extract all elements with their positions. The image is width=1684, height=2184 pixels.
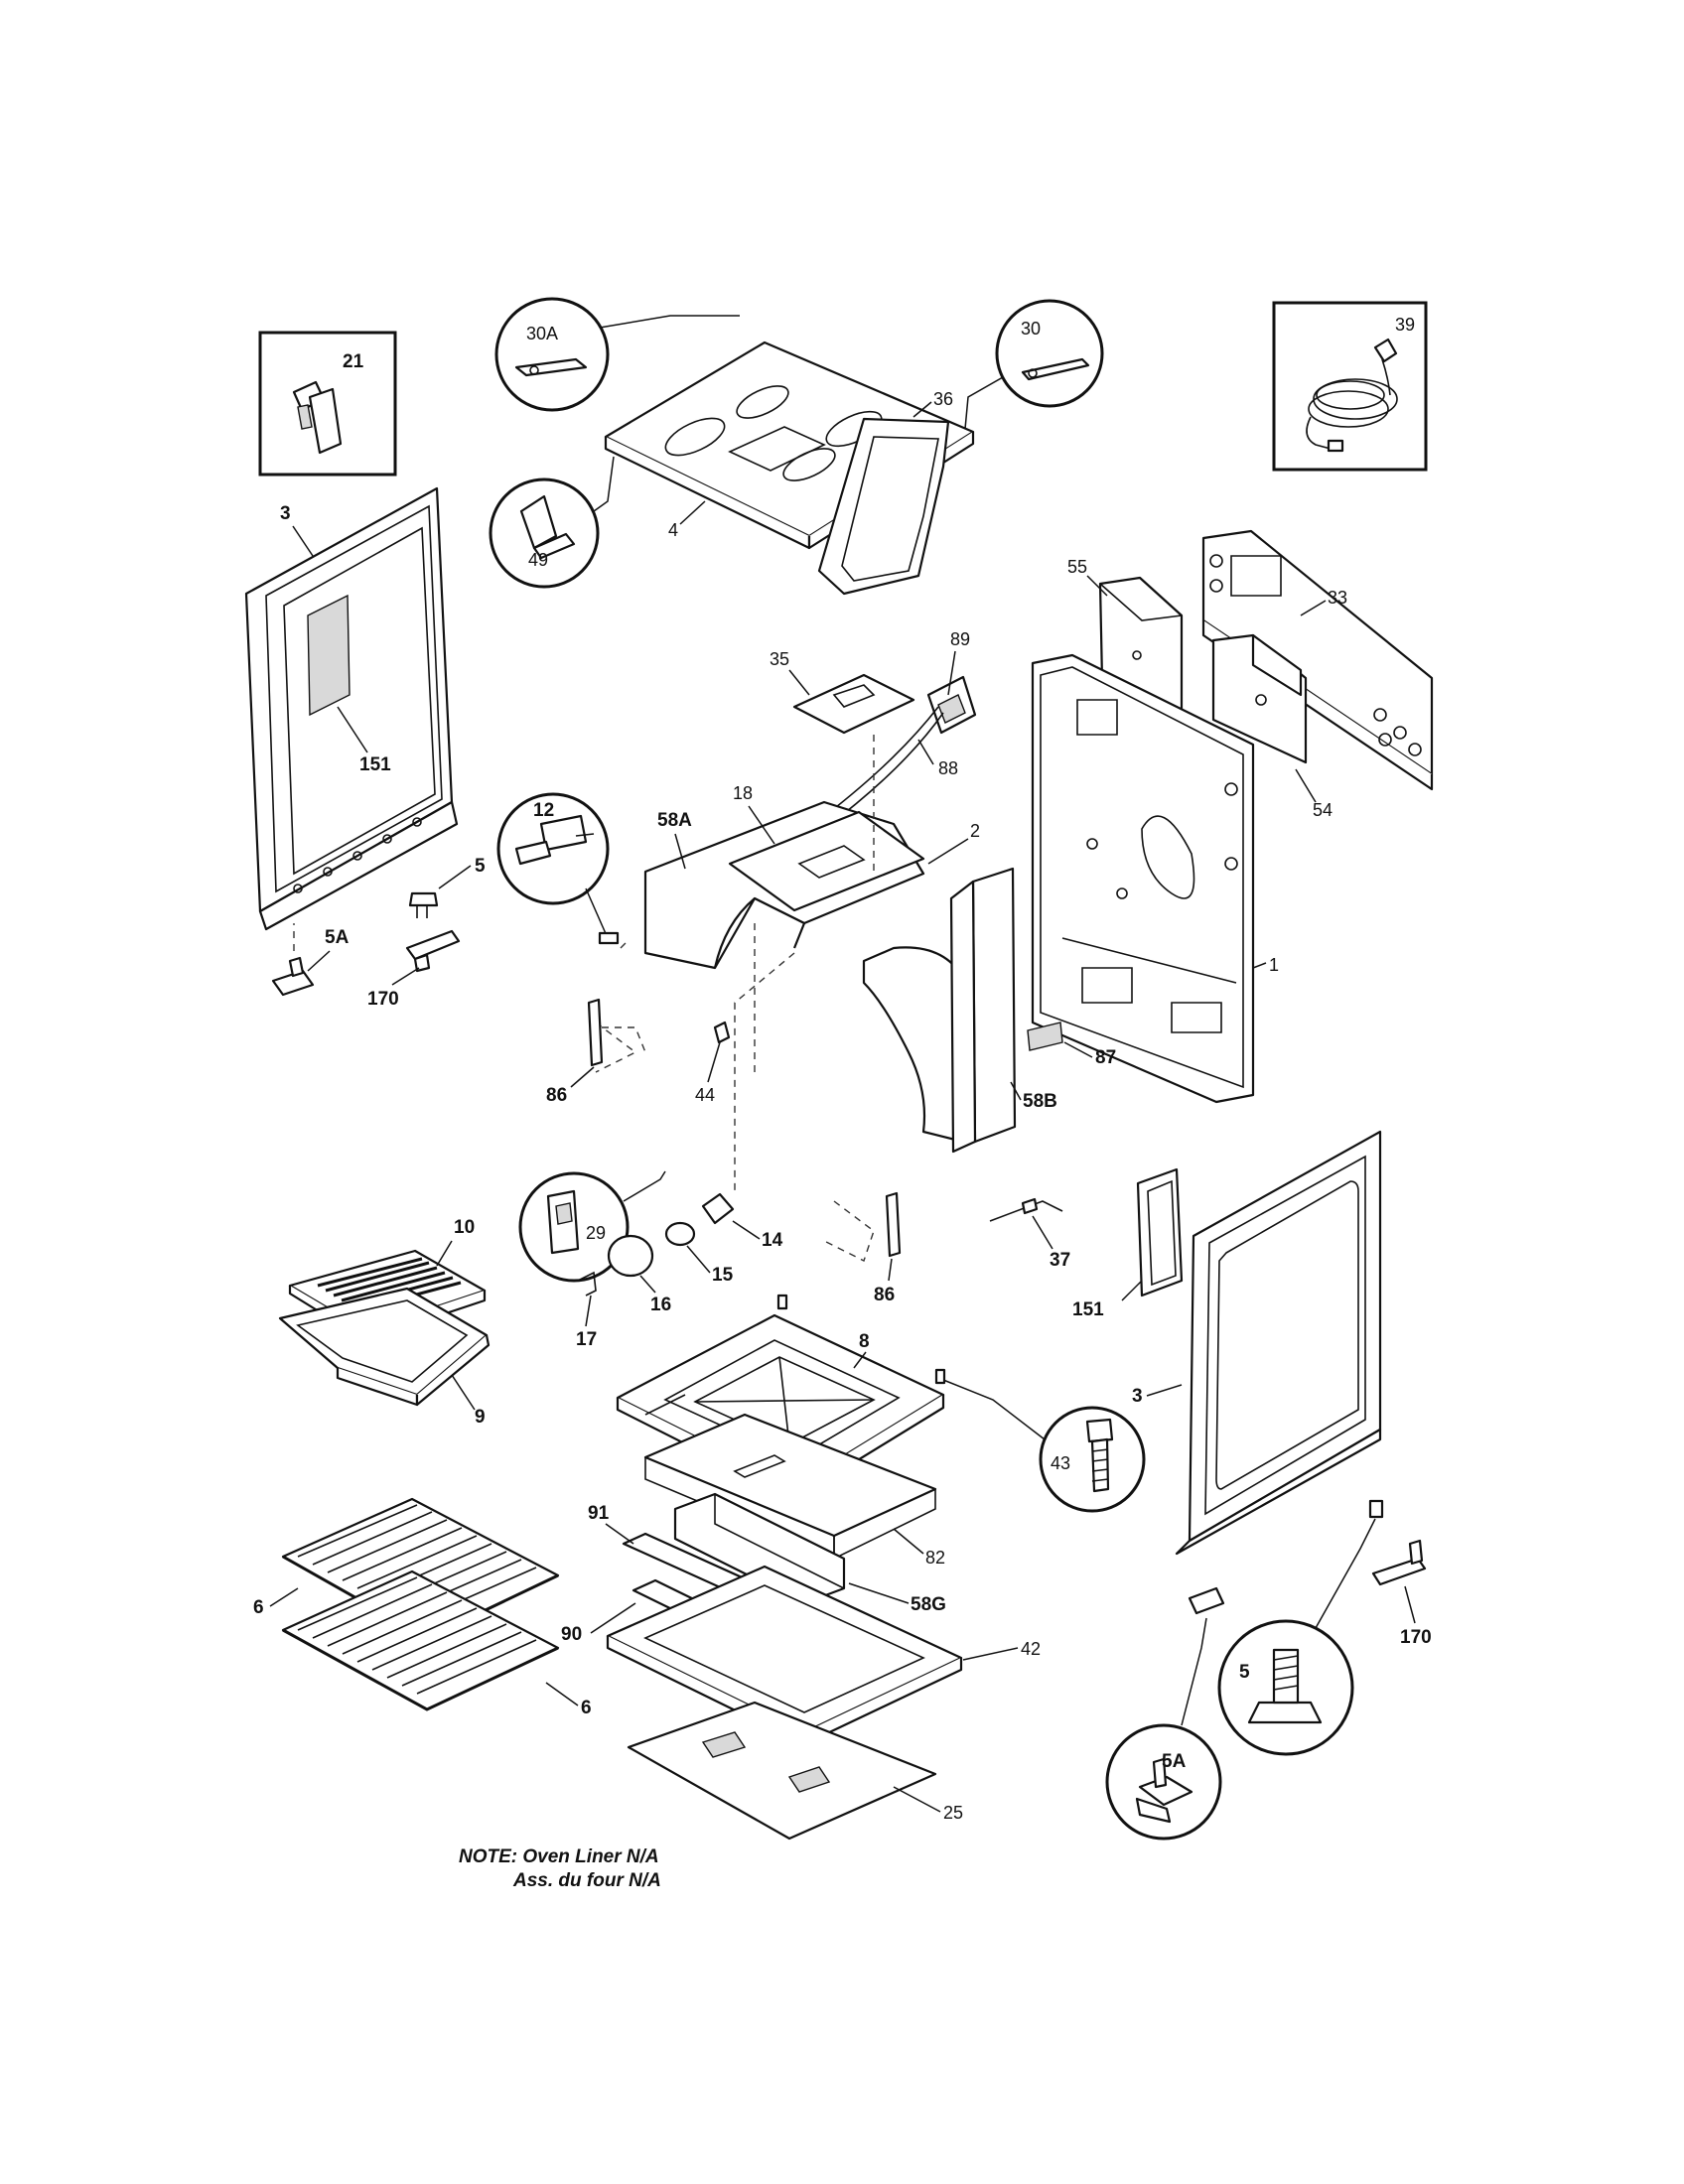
label-30A: 30A <box>526 324 558 343</box>
part-37-wire: 37 <box>989 1197 1070 1271</box>
part-87-terminal: 87 <box>1027 1022 1116 1068</box>
part-151-right: 151 <box>1072 1167 1184 1320</box>
label-6-upper: 6 <box>253 1597 264 1618</box>
inset-box-39: 39 <box>1272 301 1428 472</box>
label-170-right: 170 <box>1400 1627 1432 1648</box>
part-15-bulb: 15 <box>664 1221 734 1286</box>
label-89: 89 <box>950 629 970 649</box>
detail-circle-29: 29 <box>518 1170 666 1283</box>
part-5-leveler-left: 5 <box>408 856 486 918</box>
part-54-panel: 54 <box>1211 633 1333 820</box>
label-5A-right: 5A <box>1162 1751 1187 1772</box>
label-44: 44 <box>695 1085 715 1105</box>
label-14: 14 <box>762 1230 783 1251</box>
label-4: 4 <box>668 520 678 540</box>
label-58G: 58G <box>911 1594 946 1615</box>
label-86-right: 86 <box>874 1285 895 1305</box>
part-86-bracket-left: 86 <box>546 998 646 1106</box>
label-91: 91 <box>588 1503 610 1524</box>
label-8: 8 <box>859 1331 870 1352</box>
label-3-left: 3 <box>280 503 291 524</box>
label-5A-left: 5A <box>325 927 350 948</box>
part-17-clip: 17 <box>576 1271 597 1350</box>
detail-circle-49: 49 <box>489 456 615 589</box>
part-6-rack-lower: 6 <box>281 1570 592 1718</box>
part-3-right-side-panel: 3 <box>1132 1130 1382 1556</box>
label-35: 35 <box>770 649 789 669</box>
note-block: NOTE: Oven Liner N/A Ass. du four N/A <box>459 1846 661 1891</box>
label-6-lower: 6 <box>581 1698 592 1718</box>
label-2: 2 <box>970 821 980 841</box>
label-58B: 58B <box>1023 1091 1057 1112</box>
label-151-right: 151 <box>1072 1299 1104 1320</box>
label-29: 29 <box>586 1223 606 1243</box>
label-16: 16 <box>650 1295 671 1315</box>
label-170-left: 170 <box>367 989 399 1010</box>
part-58B-trim: 58B <box>862 867 1057 1154</box>
label-82: 82 <box>925 1548 945 1568</box>
part-89-bracket: 89 <box>926 629 977 735</box>
detail-circle-12: 12 <box>496 792 620 945</box>
detail-circle-5A: 5A <box>1105 1586 1225 1841</box>
note-line-1: NOTE: Oven Liner N/A <box>459 1846 659 1867</box>
detail-circle-30: 30 <box>964 299 1104 430</box>
detail-circle-43: 43 <box>934 1368 1146 1513</box>
part-14-socket: 14 <box>701 1192 783 1251</box>
label-42: 42 <box>1021 1639 1041 1659</box>
part-25-floor-panel: 25 <box>627 1701 963 1841</box>
label-5-right: 5 <box>1239 1662 1250 1683</box>
label-18: 18 <box>733 783 753 803</box>
label-30: 30 <box>1021 319 1041 339</box>
inset-box-21: 21 <box>258 331 397 477</box>
part-170-hinge-right: 170 <box>1371 1539 1432 1648</box>
label-33: 33 <box>1328 588 1347 608</box>
part-36-duct: 36 <box>817 389 953 596</box>
label-43: 43 <box>1051 1453 1070 1473</box>
part-2-plate: 2 <box>728 810 980 912</box>
label-25: 25 <box>943 1803 963 1823</box>
label-54: 54 <box>1313 800 1333 820</box>
label-86-left: 86 <box>546 1085 567 1106</box>
label-12: 12 <box>533 800 554 821</box>
label-58A: 58A <box>657 810 692 831</box>
note-line-2: Ass. du four N/A <box>512 1870 661 1891</box>
detail-circle-5: 5 <box>1217 1499 1384 1756</box>
label-151-left: 151 <box>359 754 391 775</box>
part-16-lens: 16 <box>607 1234 671 1315</box>
label-49: 49 <box>528 550 548 570</box>
label-15: 15 <box>712 1265 734 1286</box>
label-1: 1 <box>1269 955 1279 975</box>
label-87: 87 <box>1095 1047 1116 1068</box>
part-170-hinge-left: 170 <box>367 929 461 1010</box>
part-42-frame: 42 <box>606 1565 1041 1746</box>
part-86-bracket-right: 86 <box>874 1191 902 1305</box>
label-9: 9 <box>475 1407 486 1428</box>
part-44-clip: 44 <box>695 1021 731 1105</box>
label-21: 21 <box>343 351 364 372</box>
label-36: 36 <box>933 389 953 409</box>
part-5A-bracket-left: 5A <box>271 923 350 997</box>
part-82-shield: 82 <box>643 1413 945 1568</box>
label-17: 17 <box>576 1329 597 1350</box>
part-3-left-side-panel: 3 151 <box>244 486 459 931</box>
label-39: 39 <box>1395 315 1415 335</box>
label-10: 10 <box>454 1217 475 1238</box>
part-1-cabinet-back: 1 <box>1031 653 1279 1104</box>
label-88: 88 <box>938 758 958 778</box>
part-9-broiler-pan: 9 <box>278 1287 491 1428</box>
label-37: 37 <box>1050 1250 1070 1271</box>
label-55: 55 <box>1067 557 1087 577</box>
detail-circle-30A: 30A <box>494 297 740 412</box>
label-90: 90 <box>561 1624 582 1645</box>
part-35-plate: 35 <box>770 649 915 735</box>
label-5-left: 5 <box>475 856 486 877</box>
part-58G-trim: 58G <box>673 1492 946 1615</box>
alignment-lines <box>595 735 875 1262</box>
label-3-right: 3 <box>1132 1386 1143 1407</box>
